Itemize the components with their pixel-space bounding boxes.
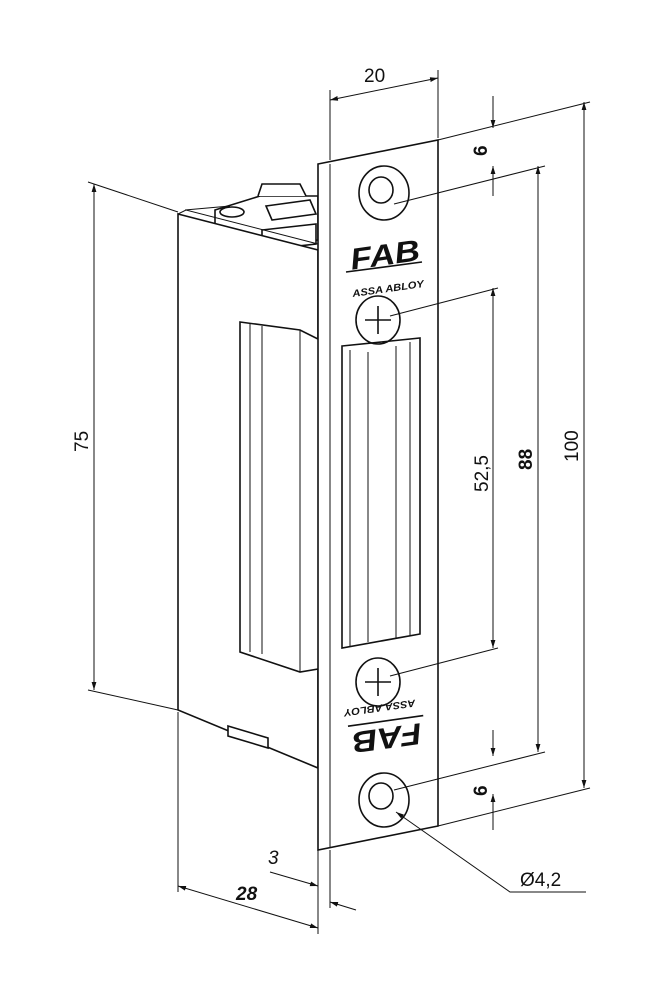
ext-hole-top: [393, 165, 546, 205]
bottom-hole-icon: [358, 772, 410, 828]
dim-depth-label: 28: [235, 884, 258, 905]
dim-top-offset-label: 6: [471, 145, 492, 156]
ext-screw-bottom: [389, 647, 499, 677]
dim-bottom-offset: 6: [471, 730, 496, 830]
dim-body-height-label: 75: [72, 431, 93, 452]
dim-screw-spacing-label: 52,5: [472, 455, 493, 492]
dim-hole-diameter-label: Ø4,2: [520, 870, 561, 891]
ext-top: [437, 101, 591, 141]
top-hole-icon: [358, 165, 410, 221]
dim-width-top-label: 20: [364, 66, 385, 87]
bottom-screw-icon: [355, 657, 401, 707]
dim-width-top: 20: [329, 66, 439, 160]
dim-total-height: 100: [562, 102, 587, 788]
dim-hole-spacing-label: 88: [516, 449, 537, 470]
faceplate: [317, 139, 439, 851]
dim-body-height: 75: [72, 181, 179, 711]
dim-top-offset: 6: [471, 96, 496, 196]
dim-hole-spacing: 88: [516, 166, 541, 752]
dim-faceplate-thickness: 3: [268, 848, 357, 911]
brand-logo-top: FAB ASSA ABLOY: [345, 234, 426, 300]
brand-logo-bottom: FAB ASSA ABLOY: [342, 696, 424, 758]
ext-bottom: [437, 787, 591, 827]
ext-hole-bottom: [393, 751, 546, 791]
dim-screw-spacing: 52,5: [472, 288, 496, 648]
dim-hole-diameter: Ø4,2: [395, 811, 586, 893]
dim-bottom-offset-label: 6: [471, 785, 492, 796]
ext-screw-top: [389, 287, 499, 317]
dim-depth: 28: [177, 712, 331, 934]
dim-total-height-label: 100: [562, 430, 583, 462]
top-screw-icon: [355, 295, 401, 345]
dim-faceplate-thickness-label: 3: [268, 848, 279, 869]
